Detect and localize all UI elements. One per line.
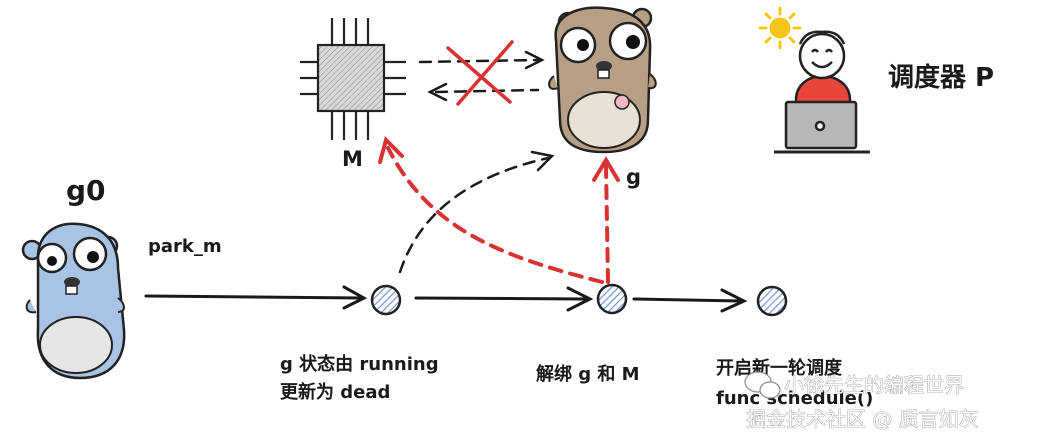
gopher-brown-icon [548, 6, 657, 154]
label-step2: 解绑 g 和 M [536, 363, 640, 385]
state-circle-icon [756, 285, 788, 317]
wechat-icon [744, 371, 781, 399]
label-step1-line2: 更新为 dead [280, 381, 390, 403]
cpu-chip-icon [300, 18, 406, 140]
label-park-m: park_m [148, 236, 222, 257]
label-step1-line1: g 状态由 running [280, 353, 439, 375]
red-cross-icon [446, 40, 514, 106]
label-step3-line2: func schedule() [716, 388, 873, 409]
label-m: M [342, 147, 363, 171]
g-dead-link-arrow [398, 150, 555, 274]
label-step3-line1: 开启新一轮调度 [716, 357, 843, 379]
label-g: g [626, 165, 641, 189]
main-flow-arrows [144, 285, 748, 313]
watermark-line2: 掘金技术社区 @ 质言如灰 [746, 407, 979, 431]
m-g-binding-arrows [418, 50, 545, 102]
person-laptop-icon [774, 30, 870, 154]
sun-icon [758, 6, 802, 50]
label-g0: g0 [66, 174, 106, 207]
state-circle-icon [596, 283, 628, 315]
gopher-blue-icon [21, 222, 126, 380]
watermark-line1: 小徐先生的编程世界 [784, 373, 964, 397]
label-scheduler: 调度器 P [888, 62, 994, 93]
state-circle-icon [370, 284, 402, 316]
unbind-arrows [378, 136, 620, 284]
